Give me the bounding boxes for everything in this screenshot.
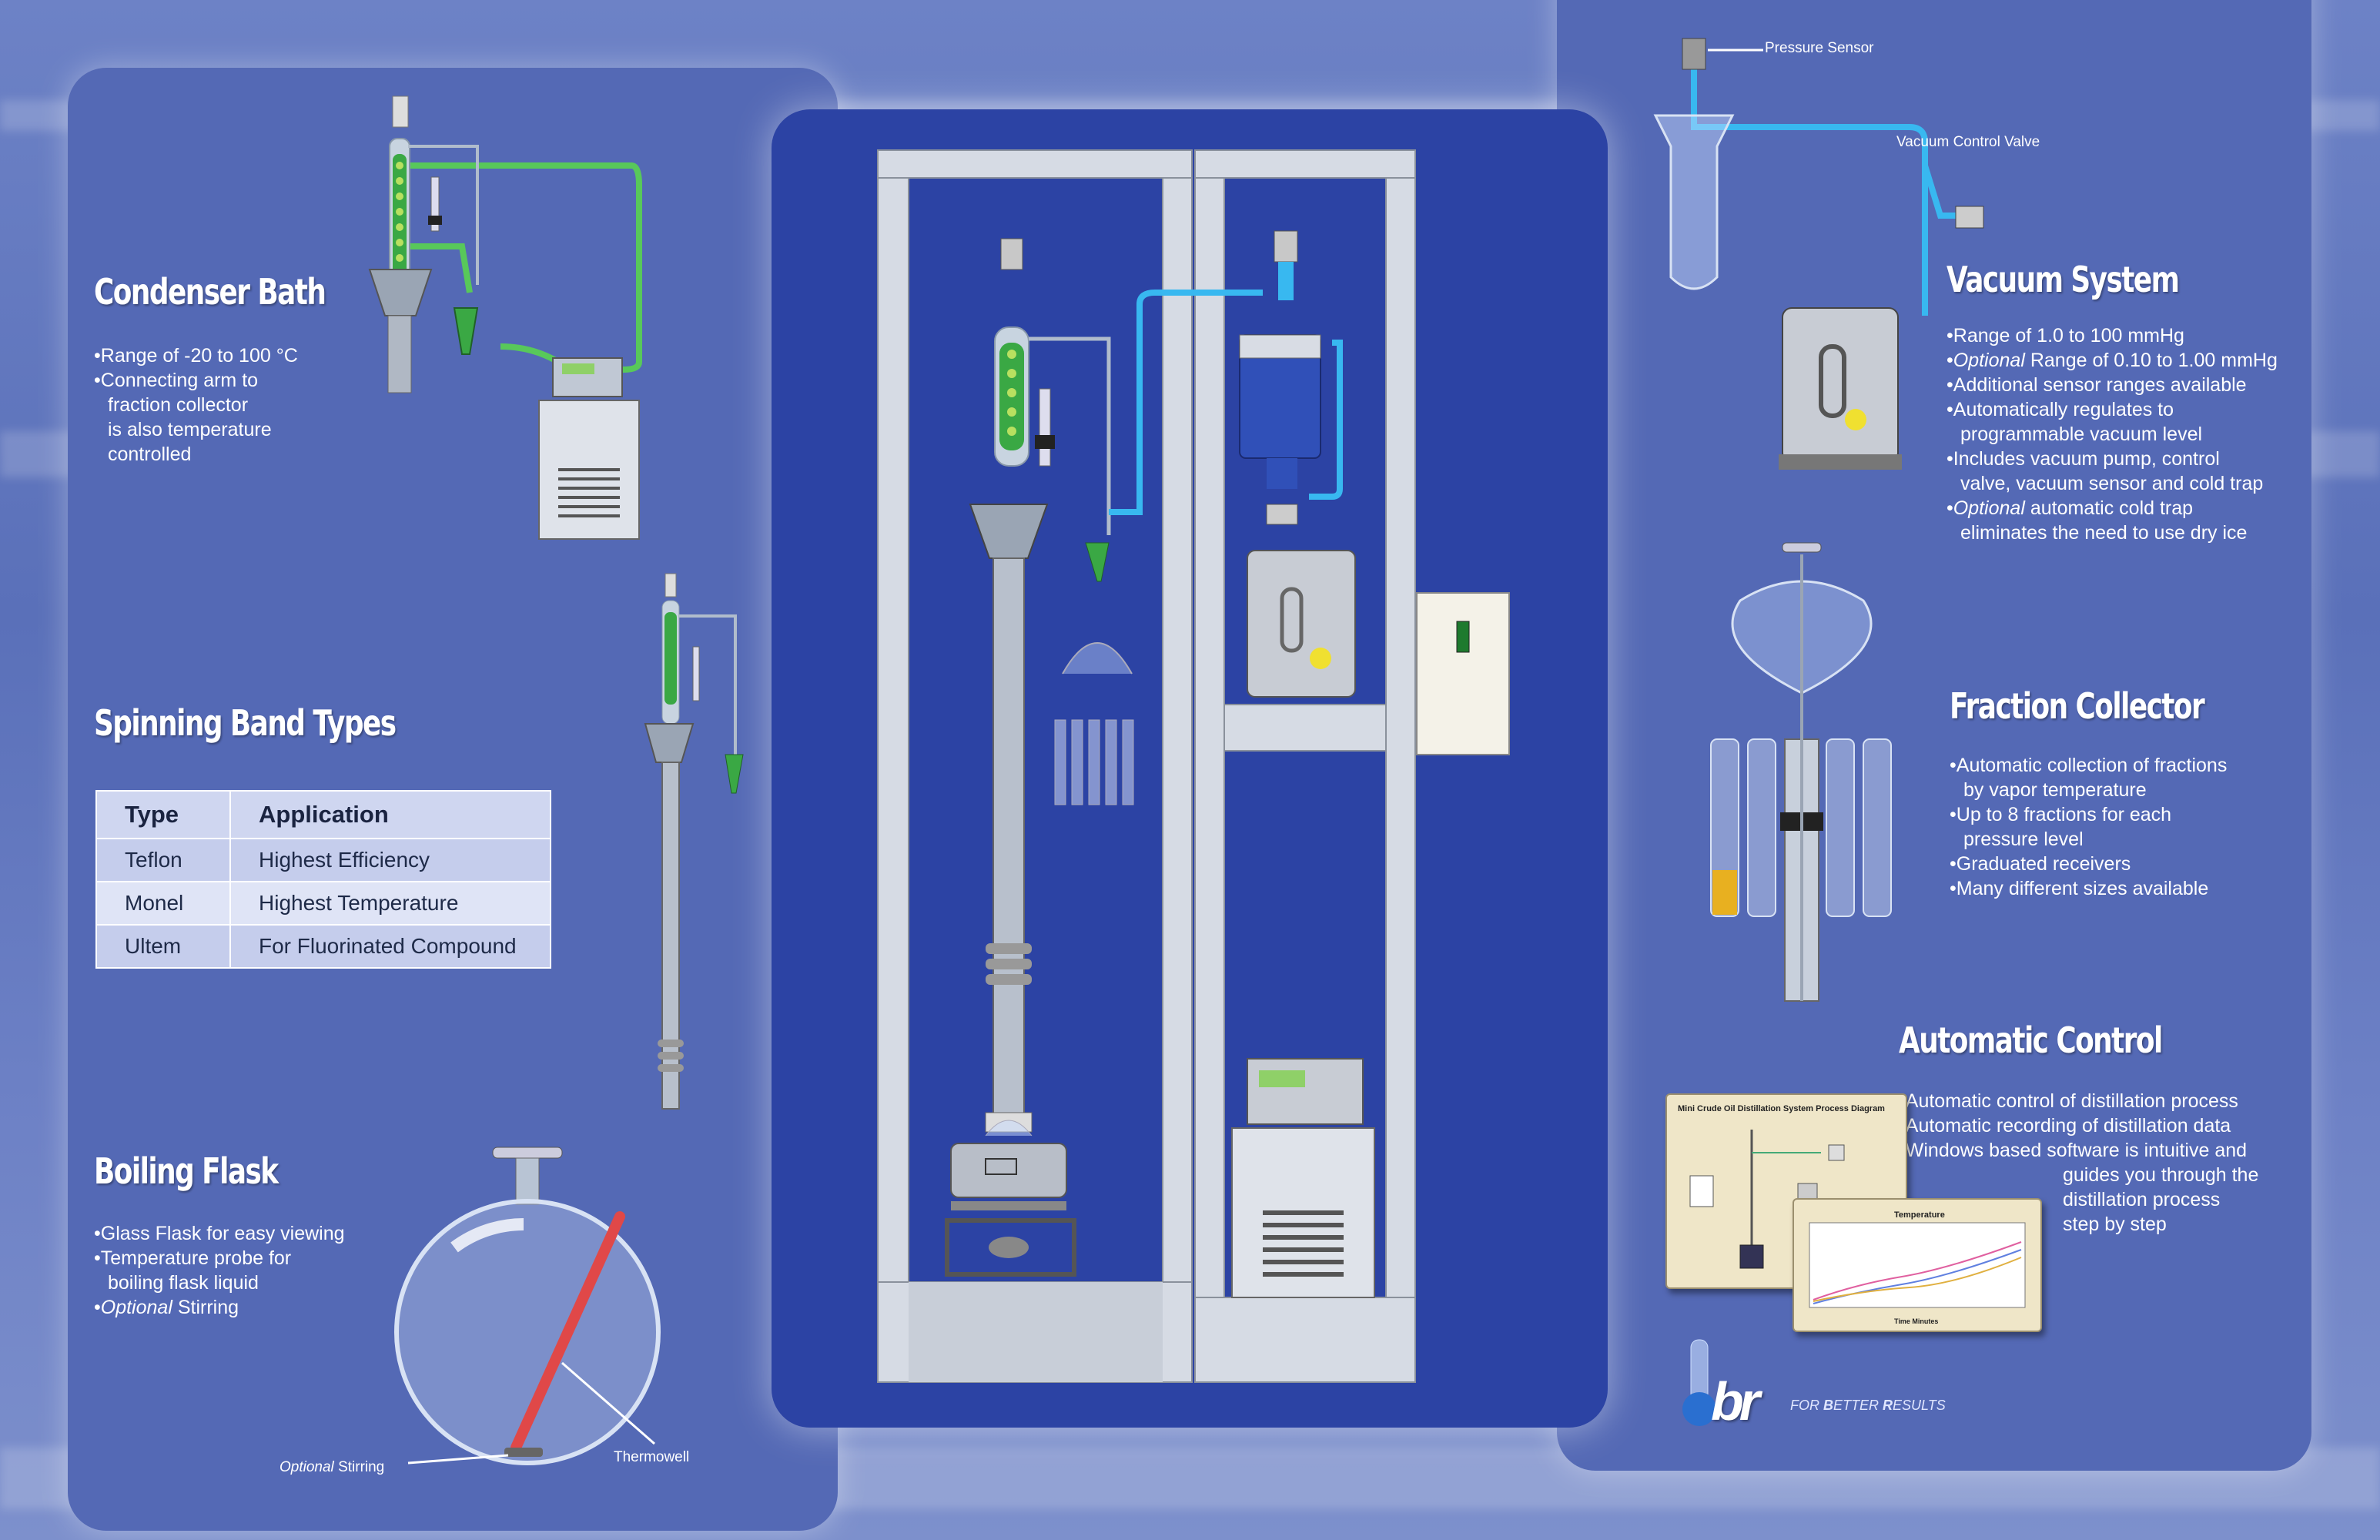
bullet: Automatic control of distillation proces… [1899,1089,2315,1113]
optional-stirring-label: Optional Stirring [280,1459,385,1475]
table-header: Application [229,790,551,839]
br-logo-icon [1682,1339,1716,1426]
distillation-system-cabinet [877,149,1510,1383]
condenser-bath-bullets: Range of -20 to 100 °C Connecting arm to… [94,343,371,467]
vacuum-system-heading: Vacuum System [1947,259,2180,300]
bullet: Range of -20 to 100 °C [94,343,371,368]
temperature-chart-title: Temperature [1894,1210,1945,1220]
bullet: Automatic recording of distillation data [1899,1113,2315,1138]
fraction-collector-illustration [1710,542,1892,1002]
table-header: Type [95,790,231,839]
bullet: Additional sensor ranges available [1947,373,2347,397]
bullet: Range of 1.0 to 100 mmHg [1947,323,2347,348]
bullet: Glass Flask for easy viewing [94,1221,402,1246]
temperature-chart-thumbnail [1809,1222,2026,1308]
spinning-band-column-illustration [644,573,744,1110]
spinning-band-table: Type Application Teflon Highest Efficien… [95,790,551,969]
bullet: Optional Stirring [94,1295,402,1320]
vacuum-system-bullets: Range of 1.0 to 100 mmHg Optional Range … [1947,323,2347,545]
table-header-row: Type Application [95,790,551,839]
table-row: Ultem For Fluorinated Compound [95,924,551,969]
process-diagram-title: Mini Crude Oil Distillation System Proce… [1678,1104,1885,1113]
thermowell-label: Thermowell [614,1449,690,1465]
boiling-flask-heading: Boiling Flask [94,1150,279,1192]
table-cell: Highest Temperature [229,881,551,926]
vacuum-system-illustration [1653,38,1984,470]
automatic-control-bullets: Automatic control of distillation proces… [1899,1089,2315,1237]
br-logo-text: br [1711,1371,1760,1431]
table-cell: Ultem [95,924,231,969]
spinning-band-heading: Spinning Band Types [94,702,397,744]
bullet: Many different sizes available [1950,876,2311,901]
bullet: Windows based software is intuitive and … [1899,1138,2315,1237]
vacuum-control-valve-label: Vacuum Control Valve [1896,134,2040,150]
bullet: Graduated receivers [1950,852,2311,876]
boiling-flask-illustration [394,1147,661,1465]
temperature-chart-screen: Temperature Time Minutes [1793,1198,2042,1332]
table-row: Monel Highest Temperature [95,881,551,926]
table-cell: Highest Efficiency [229,838,551,882]
table-row: Teflon Highest Efficiency [95,838,551,882]
table-cell: Teflon [95,838,231,882]
boiling-flask-bullets: Glass Flask for easy viewing Temperature… [94,1221,402,1320]
table-cell: Monel [95,881,231,926]
table-cell: For Fluorinated Compound [229,924,551,969]
bullet: Optional Range of 0.10 to 1.00 mmHg [1947,348,2347,373]
logo-tagline: FOR BETTER RESULTS [1790,1398,1946,1413]
fraction-collector-heading: Fraction Collector [1950,685,2205,727]
pressure-sensor-label: Pressure Sensor [1765,40,1874,56]
temperature-chart-xlabel: Time Minutes [1894,1317,1939,1325]
automatic-control-heading: Automatic Control [1899,1019,2163,1061]
condenser-bath-illustration [368,95,642,540]
condenser-bath-heading: Condenser Bath [94,271,326,313]
